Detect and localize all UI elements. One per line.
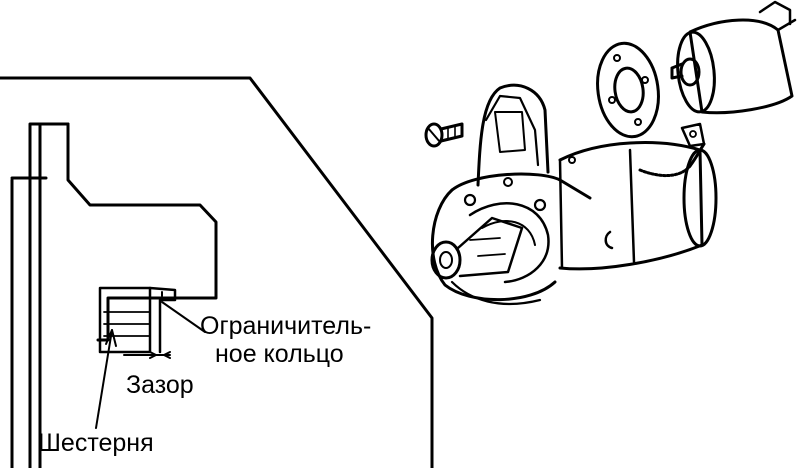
label-gap: Зазор (126, 371, 194, 399)
label-gear: Шестерня (38, 429, 154, 457)
label-limit-ring-line2: ное кольцо (215, 340, 344, 368)
label-limit-ring-line1: Ограничитель- (200, 312, 372, 340)
bolt-icon (424, 122, 464, 148)
wire-lead (638, 122, 706, 177)
solenoid (670, 0, 797, 115)
gasket-plate (596, 41, 660, 139)
leader-lines (95, 301, 206, 429)
starter-motor (430, 83, 718, 306)
detail-callout-frame (0, 76, 434, 468)
flange-cross-section (10, 122, 218, 468)
